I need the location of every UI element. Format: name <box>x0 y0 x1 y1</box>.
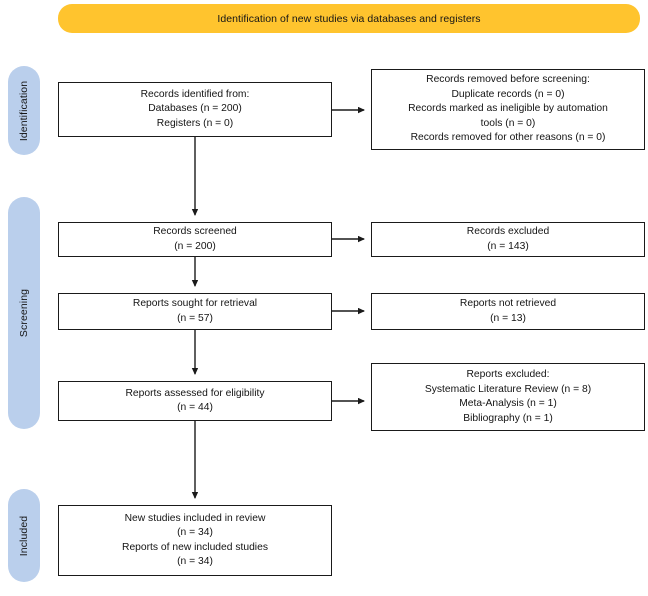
node-line: Registers (n = 0) <box>156 117 234 129</box>
node-line: Records excluded <box>466 226 550 237</box>
node-line: Duplicate records (n = 0) <box>451 88 565 100</box>
node-records-identified: Records identified from: Databases (n = … <box>58 82 332 137</box>
node-line: Reports assessed for eligibility <box>125 387 265 399</box>
diagram-header-banner: Identification of new studies via databa… <box>58 4 640 33</box>
node-line: (n = 13) <box>490 312 526 324</box>
node-line: (n = 143) <box>487 240 529 252</box>
stage-pill-identification: Identification <box>8 66 40 155</box>
node-line: (n = 44) <box>177 402 213 413</box>
node-line: Records removed before screening: <box>426 74 590 86</box>
node-line: New studies included in review <box>124 512 266 524</box>
node-line: tools (n = 0) <box>480 117 536 129</box>
node-line: Reports excluded: <box>466 369 550 380</box>
node-reports-not-retrieved: Reports not retrieved (n = 13) <box>371 293 645 330</box>
stage-pill-screening: Screening <box>8 197 40 429</box>
node-reports-excluded: Reports excluded: Systematic Literature … <box>371 363 645 431</box>
node-records-screened: Records screened (n = 200) <box>58 222 332 257</box>
diagram-header-title: Identification of new studies via databa… <box>217 12 481 25</box>
node-reports-sought-for-retrieval: Reports sought for retrieval (n = 57) <box>58 293 332 330</box>
node-line: Reports of new included studies <box>122 541 268 553</box>
node-line: Reports not retrieved <box>459 298 557 309</box>
node-reports-assessed-for-eligibility: Reports assessed for eligibility (n = 44… <box>58 381 332 421</box>
node-line: (n = 57) <box>177 312 213 324</box>
stage-pill-included-label: Included <box>18 515 30 556</box>
node-line: Databases (n = 200) <box>148 103 242 115</box>
node-line: Reports sought for retrieval <box>132 298 258 309</box>
stage-pill-screening-label: Screening <box>18 288 30 338</box>
node-records-excluded: Records excluded (n = 143) <box>371 222 645 257</box>
node-line: Records identified from: <box>140 88 250 100</box>
node-line: (n = 34) <box>177 556 213 567</box>
node-line: (n = 34) <box>177 527 213 538</box>
node-line: Systematic Literature Review (n = 8) <box>424 383 592 395</box>
node-line: (n = 200) <box>174 240 216 252</box>
node-line: Meta-Analysis (n = 1) <box>459 398 557 409</box>
stage-pill-included: Included <box>8 489 40 582</box>
stage-pill-identification-label: Identification <box>18 80 30 141</box>
node-line: Records removed for other reasons (n = 0… <box>410 132 606 144</box>
node-new-studies-included: New studies included in review (n = 34) … <box>58 505 332 576</box>
node-line: Bibliography (n = 1) <box>463 412 553 424</box>
node-records-removed-before-screening: Records removed before screening: Duplic… <box>371 69 645 150</box>
node-line: Records screened <box>153 226 237 237</box>
node-line: Records marked as ineligible by automati… <box>408 103 608 115</box>
